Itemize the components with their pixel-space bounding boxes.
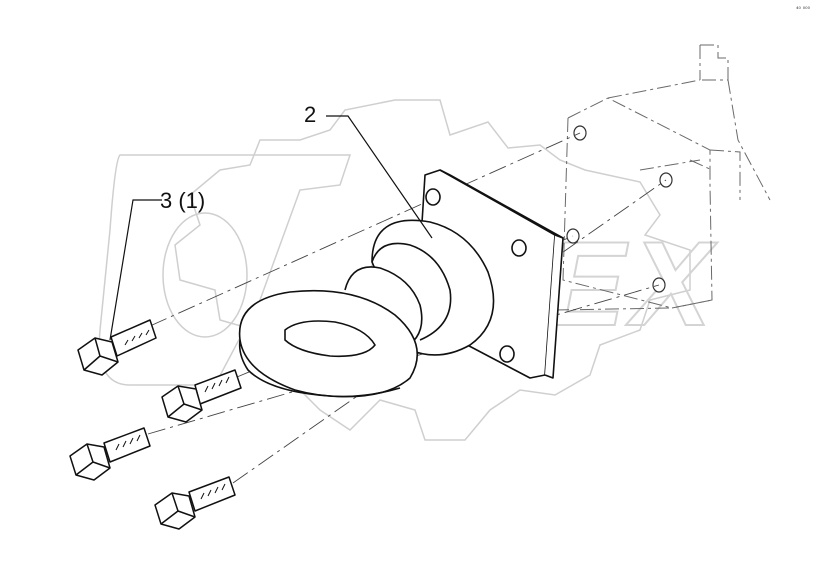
corner-mark: ⁴⁰ ⁰⁰⁰ <box>796 6 810 13</box>
towing-eye-hole <box>284 320 376 358</box>
bolt-1 <box>77 319 157 376</box>
towing-eye-assembly <box>238 169 564 398</box>
flange-hole-top-right <box>511 239 527 257</box>
flange-hole-top-left <box>425 188 441 206</box>
callout-part-3: 3 (1) <box>160 188 206 213</box>
flange-hole-bottom-right <box>499 345 515 363</box>
leader-callout-3 <box>109 199 162 341</box>
leader-lines <box>109 115 433 341</box>
leader-callout-2 <box>326 115 433 239</box>
callout-part-2: 2 <box>304 102 317 127</box>
bolt-2 <box>161 369 242 423</box>
bolt-4 <box>154 476 236 530</box>
bolt-3 <box>69 427 151 481</box>
phantom-mounting-frame <box>554 44 771 311</box>
